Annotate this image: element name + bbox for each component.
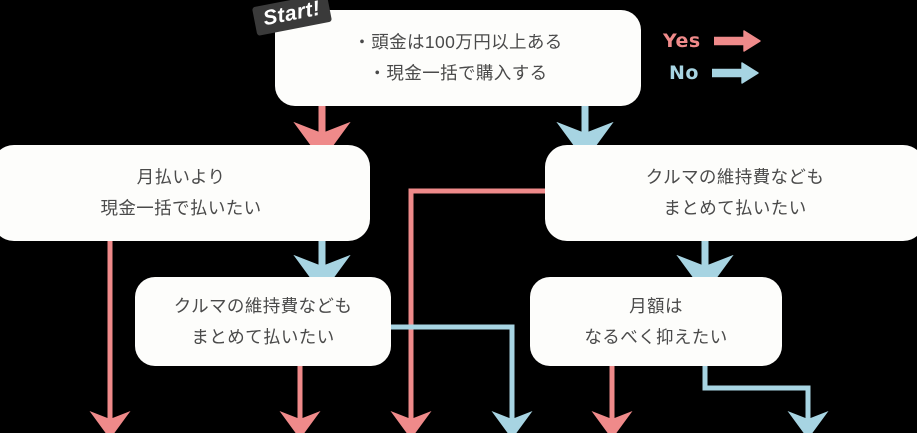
node-left-line-1: 月払いより bbox=[136, 167, 226, 188]
edge-lower-left-exit-no bbox=[388, 324, 533, 433]
arrow-right-icon bbox=[711, 62, 759, 84]
legend-yes: Yes bbox=[663, 29, 762, 53]
node-lower-left-line-2: まとめて払いたい bbox=[191, 326, 335, 347]
node-right-line-1: クルマの維持費なども bbox=[645, 167, 825, 188]
node-start-line-1: ・頭金は100万円以上ある bbox=[353, 32, 563, 53]
node-lower-right[interactable]: 月額は なるべく抑えたい bbox=[530, 277, 782, 366]
node-lower-left[interactable]: クルマの維持費なども まとめて払いたい bbox=[135, 277, 391, 366]
node-right-line-2: まとめて払いたい bbox=[663, 198, 807, 218]
node-lower-right-line-1: 月額は bbox=[629, 295, 683, 316]
node-start[interactable]: ・頭金は100万円以上ある ・現金一括で購入する bbox=[275, 10, 641, 106]
legend-no-label: No bbox=[669, 62, 699, 84]
node-start-line-2: ・現金一括で購入する bbox=[368, 63, 548, 83]
legend-no: No bbox=[669, 61, 760, 85]
node-lower-left-line-1: クルマの維持費なども bbox=[173, 295, 353, 316]
node-right[interactable]: クルマの維持費なども まとめて払いたい bbox=[545, 145, 917, 241]
node-lower-right-line-2: なるべく抑えたい bbox=[584, 326, 728, 347]
arrow-right-icon bbox=[713, 30, 761, 52]
node-left-line-2: 現金一括で払いたい bbox=[100, 198, 262, 218]
legend-yes-label: Yes bbox=[663, 30, 701, 52]
node-left[interactable]: 月払いより 現金一括で払いたい bbox=[0, 145, 370, 241]
edge-right-exit-yes bbox=[390, 188, 545, 433]
edge-lower-right-exit-no bbox=[702, 366, 829, 433]
